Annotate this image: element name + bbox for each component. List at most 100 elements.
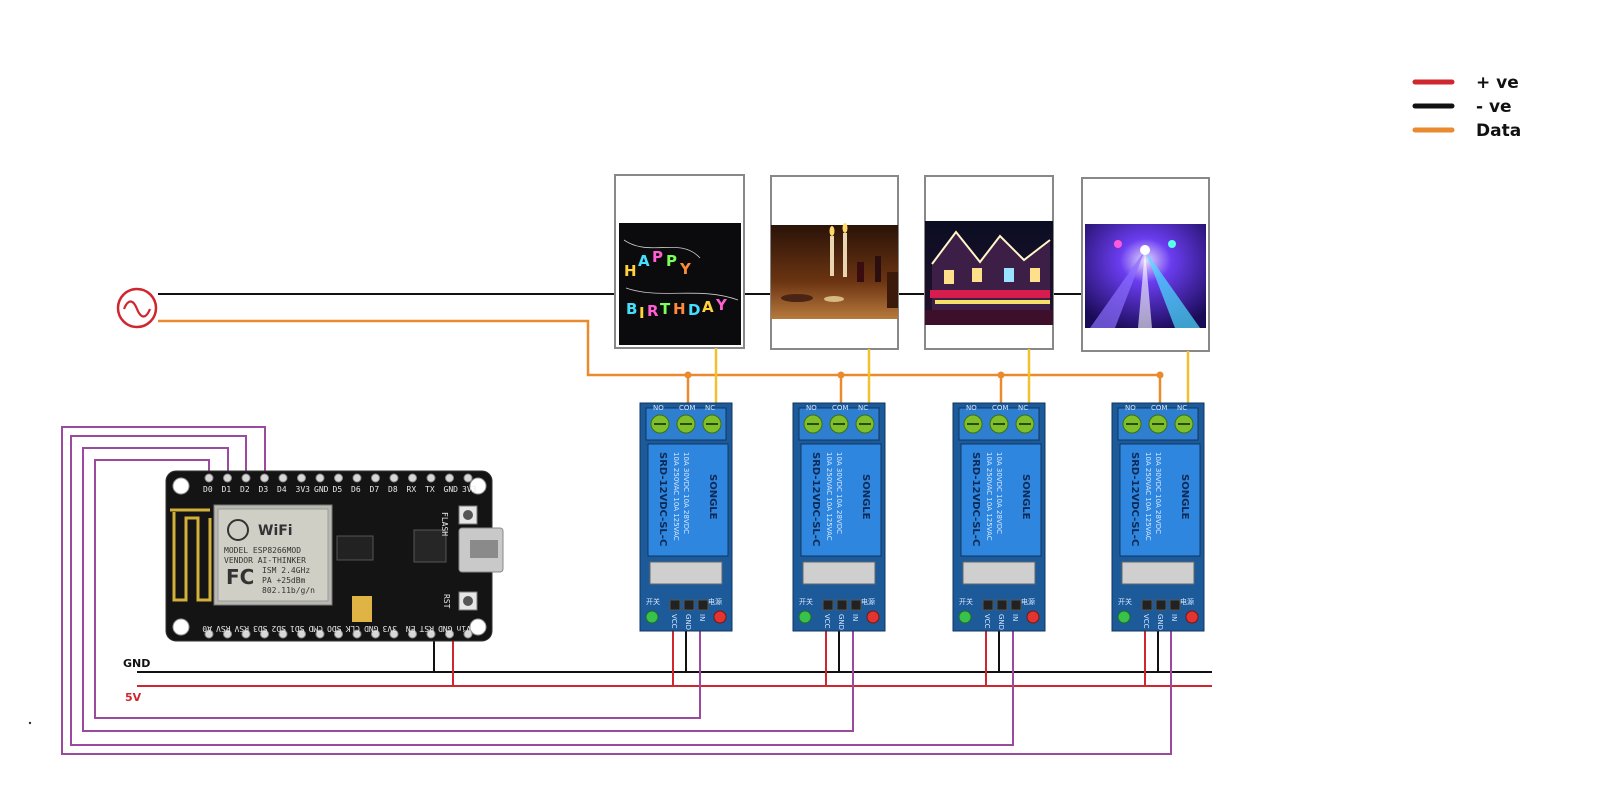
svg-text:P: P [666, 252, 677, 270]
top-pin-label: RX [407, 485, 417, 494]
top-pin [278, 473, 288, 483]
bottom-pin-label: SD1 [290, 624, 305, 633]
junction-dot [997, 371, 1005, 379]
top-pin-label: D4 [277, 485, 287, 494]
top-pin [223, 473, 232, 483]
gnd-rail-label: GND [123, 657, 150, 670]
bottom-pin-label: GND [364, 624, 379, 633]
svg-text:A: A [638, 252, 650, 270]
bottom-pin [223, 629, 232, 639]
header-pin [1141, 599, 1153, 611]
terminal-label: COM [832, 404, 848, 412]
pcb-antenna [170, 508, 212, 602]
top-pin [260, 473, 269, 483]
mount-hole-br [469, 618, 487, 636]
signal-wire-d0 [61, 426, 1172, 755]
header-pin-label: VCC [983, 614, 991, 629]
load-birthday-lights: H A P P Y B I R T H D A Y [614, 174, 745, 349]
header-pin [850, 599, 862, 611]
header-pin [982, 599, 994, 611]
svg-text:P: P [652, 248, 663, 266]
header-pin [1010, 599, 1022, 611]
bottom-pin [334, 629, 343, 639]
terminal-label: NC [858, 404, 868, 412]
power-led-red [1185, 610, 1199, 624]
ac-sine-icon [122, 300, 152, 318]
terminal-label: NO [1125, 404, 1136, 412]
relay-power-drops [672, 630, 1159, 686]
top-pin-label: D5 [333, 485, 343, 494]
top-pin-label: D3 [259, 485, 269, 494]
terminal-label: NO [966, 404, 977, 412]
mount-hole-tl [172, 477, 190, 495]
mains-live-line [158, 319, 1160, 377]
module-line: PA +25dBm [262, 576, 306, 585]
signal-wires [61, 426, 1172, 755]
power-led-red [866, 610, 880, 624]
relay-cube [1119, 443, 1201, 557]
top-pin [389, 473, 399, 483]
header-pin-label: GND [684, 614, 692, 630]
switch-label: 开关 [959, 597, 973, 606]
terminal-label: NC [705, 404, 715, 412]
terminal-label: NC [1177, 404, 1187, 412]
load-stage-lights [1081, 177, 1210, 352]
header-pin-label: GND [1156, 614, 1164, 630]
relay-rating: 10A 30VDC 10A 28VDC [1154, 452, 1162, 534]
top-pin-label: D2 [240, 485, 250, 494]
bottom-pin [389, 629, 399, 639]
usb-uart-chip [413, 529, 447, 563]
header-pin [1169, 599, 1181, 611]
flash-label: FLASH [440, 512, 449, 536]
svg-text:Y: Y [715, 296, 728, 314]
relay-model: SRD-12VDC-SL-C [1129, 452, 1140, 546]
module-line: VENDOR AI-THINKER [224, 556, 306, 565]
bottom-pin [426, 629, 436, 639]
capacitor [352, 596, 372, 622]
header-pin [1155, 599, 1167, 611]
relay-rating: 10A 250VAC 10A 125VAC [672, 452, 680, 541]
top-pin [241, 473, 251, 483]
top-pin [352, 473, 362, 483]
bottom-pin [278, 629, 288, 639]
relay-rating: 10A 30VDC 10A 28VDC [835, 452, 843, 534]
header-pin-label: IN [851, 614, 859, 621]
relay-components [962, 561, 1036, 585]
relay-modules: NO COM NC SRD-12VDC-SL-C 10A 250VAC 10A 125V… [639, 402, 1205, 632]
birthday-letters: B I R T H D A Y [626, 296, 728, 322]
relay-brand: SONGLE [707, 474, 718, 520]
bottom-pin [463, 629, 473, 639]
relay-brand: SONGLE [1179, 474, 1190, 520]
load-house-lights [924, 175, 1054, 350]
relay-model: SRD-12VDC-SL-C [657, 452, 668, 546]
top-pin-label: D0 [203, 485, 213, 494]
status-led-green [645, 610, 659, 624]
terminal-label: COM [679, 404, 695, 412]
header-pin-label: IN [1011, 614, 1019, 621]
bottom-pin [315, 629, 325, 639]
ai-thinker-logo [227, 519, 249, 541]
relay-switch-wires [684, 348, 1190, 410]
top-pin-label: D1 [222, 485, 232, 494]
bottom-pin-label: A0 [202, 624, 212, 633]
power-led-red [1026, 610, 1040, 624]
bottom-pin-label: SD2 [271, 624, 286, 633]
junction-dot [1156, 371, 1164, 379]
header-pin-label: GND [997, 614, 1005, 630]
relay-brand: SONGLE [860, 474, 871, 520]
birthday-lights-image [619, 223, 741, 345]
top-pin [463, 473, 473, 483]
top-pin [297, 473, 306, 483]
bottom-pin-label: RSV [234, 624, 249, 633]
load-candles [770, 175, 899, 350]
voltage-regulator [336, 535, 374, 561]
legend-data-label: Data [1476, 121, 1521, 141]
bottom-pin [241, 629, 251, 639]
relay-components [1121, 561, 1195, 585]
module-line: MODEL ESP8266MOD [224, 546, 301, 555]
svg-text:B: B [626, 300, 637, 318]
terminal-label: COM [992, 404, 1008, 412]
